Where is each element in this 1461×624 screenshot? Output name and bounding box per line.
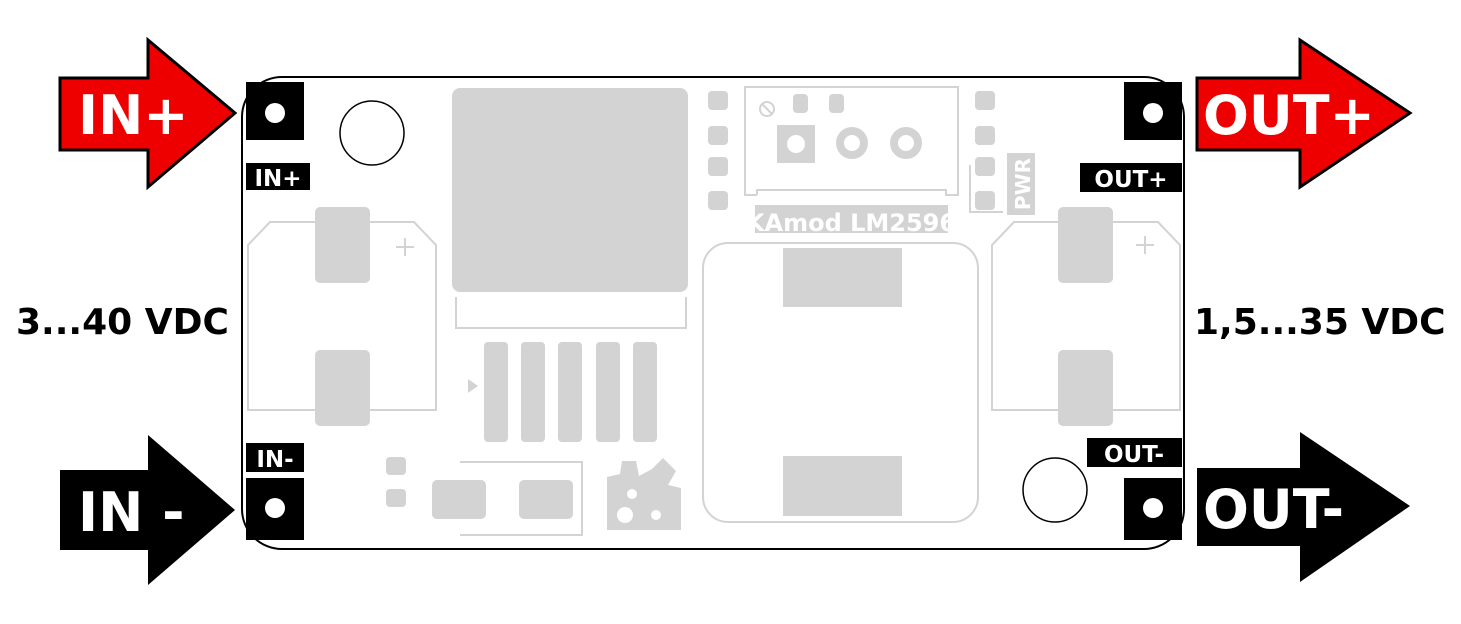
in-minus-arrow-label: IN - — [78, 481, 185, 544]
in-plus-arrow: IN+ — [58, 36, 238, 191]
lm2596-ic — [452, 88, 688, 292]
output-voltage-range: 1,5...35 VDC — [1194, 302, 1446, 343]
input-voltage-range: 3...40 VDC — [16, 302, 229, 343]
smd-pad — [829, 94, 844, 113]
input-cap-pad — [315, 207, 370, 283]
pot-ring-pad — [836, 127, 868, 159]
smd-pad — [793, 94, 808, 113]
pad-label-in-minus: IN- — [256, 447, 293, 473]
pwr-label: PWR — [1011, 158, 1035, 210]
smd-pad — [975, 126, 995, 145]
inductor-pad — [783, 248, 902, 307]
input-cap-pad — [315, 350, 370, 426]
smd-pad — [708, 157, 728, 176]
pad-out-plus: OUT+ — [1080, 82, 1182, 193]
pad-label-in-plus: IN+ — [254, 166, 301, 192]
pad-in-minus: IN- — [246, 443, 304, 540]
out-minus-arrow: OUT- — [1197, 432, 1410, 582]
ic-pin — [633, 342, 657, 442]
smd-pad — [708, 91, 728, 110]
out-minus-arrow-label: OUT- — [1203, 478, 1344, 541]
mounting-hole — [1022, 457, 1088, 523]
out-plus-arrow: OUT+ — [1195, 37, 1413, 190]
smd-pad — [975, 157, 995, 176]
silkscreen-components — [315, 88, 1113, 530]
in-plus-arrow-label: IN+ — [78, 84, 189, 147]
in-minus-arrow: IN - — [60, 435, 235, 585]
logo-dots — [617, 489, 661, 523]
pad-label-out-plus: OUT+ — [1094, 167, 1167, 193]
diode-pad — [519, 480, 573, 519]
smd-pad — [386, 489, 406, 507]
smd-pad — [708, 126, 728, 145]
board-name-plate — [755, 205, 948, 233]
smd-pad — [975, 91, 995, 110]
inductor-pad — [783, 456, 902, 516]
ic-pin — [521, 342, 545, 442]
output-cap-pad — [1058, 207, 1113, 283]
smd-pad — [975, 191, 995, 210]
ic-pin — [558, 342, 582, 442]
pwr-plate — [1007, 153, 1035, 215]
smd-pad — [708, 191, 728, 210]
ic-pin — [484, 342, 508, 442]
output-cap-pad — [1058, 350, 1113, 426]
out-plus-arrow-label: OUT+ — [1203, 84, 1375, 147]
ic-pin — [596, 342, 620, 442]
silkscreen-outlines — [247, 86, 1181, 536]
mounting-hole — [339, 100, 405, 166]
pad-in-plus: IN+ — [246, 82, 310, 192]
diode-pad — [432, 480, 486, 519]
smd-pad — [386, 457, 406, 475]
pot-ring-pad — [890, 127, 922, 159]
pad-out-minus: OUT- — [1087, 438, 1182, 540]
board-name: KAmod LM2596 — [746, 209, 956, 237]
pin1-marker — [468, 379, 478, 393]
pad-label-out-minus: OUT- — [1104, 442, 1164, 468]
pot-hole — [787, 135, 805, 153]
